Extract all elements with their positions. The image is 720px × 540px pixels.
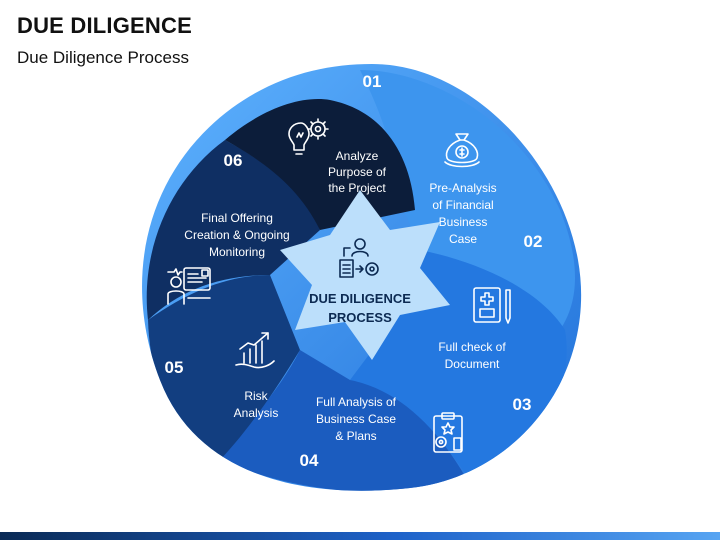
chart-hand-icon bbox=[235, 332, 275, 369]
step-03-label: Full check of Document bbox=[438, 340, 506, 371]
lightbulb-gear-icon bbox=[288, 118, 329, 155]
page-subtitle: Due Diligence Process bbox=[17, 48, 189, 67]
svg-text:Case: Case bbox=[449, 232, 477, 246]
svg-text:Monitoring: Monitoring bbox=[209, 245, 265, 259]
segment-03[interactable] bbox=[350, 250, 567, 480]
step-number-06: 06 bbox=[224, 151, 243, 170]
step-02-label: Pre-Analysis of Financial Business Case bbox=[429, 181, 496, 246]
step-01-label: Analyze Purpose of the Project bbox=[328, 149, 387, 195]
svg-text:Purpose of: Purpose of bbox=[328, 165, 387, 179]
presenter-screen-icon bbox=[167, 267, 211, 305]
segment-05[interactable] bbox=[148, 275, 300, 465]
svg-text:Analyze: Analyze bbox=[336, 149, 379, 163]
step-number-02: 02 bbox=[524, 232, 543, 251]
svg-text:Business: Business bbox=[439, 215, 488, 229]
step-04-label: Full Analysis of Business Case & Plans bbox=[316, 395, 397, 443]
svg-text:Document: Document bbox=[445, 357, 500, 371]
svg-text:Final Offering: Final Offering bbox=[201, 211, 273, 225]
center-star bbox=[280, 190, 450, 360]
step-05-label: Risk Analysis bbox=[234, 389, 279, 420]
segment-01[interactable] bbox=[225, 99, 415, 231]
step-number-05: 05 bbox=[165, 358, 184, 377]
svg-text:Creation & Ongoing: Creation & Ongoing bbox=[184, 228, 289, 242]
svg-text:Full check of: Full check of bbox=[438, 340, 506, 354]
svg-text:& Plans: & Plans bbox=[335, 429, 376, 443]
person-gear-document-icon bbox=[339, 238, 379, 278]
segment-04[interactable] bbox=[220, 350, 470, 493]
svg-text:Risk: Risk bbox=[244, 389, 268, 403]
step-number-04: 04 bbox=[300, 451, 319, 470]
clipboard-gear-icon bbox=[433, 412, 463, 453]
money-bag-icon bbox=[444, 133, 480, 168]
bottom-accent-bar bbox=[0, 532, 720, 540]
center-title-line1: DUE DILIGENCE bbox=[309, 291, 411, 306]
svg-text:Analysis: Analysis bbox=[234, 406, 279, 420]
segment-02[interactable] bbox=[360, 70, 575, 330]
step-06-label: Final Offering Creation & Ongoing Monito… bbox=[184, 211, 289, 259]
svg-text:Business Case: Business Case bbox=[316, 412, 396, 426]
svg-text:the Project: the Project bbox=[328, 181, 386, 195]
center-title-line2: PROCESS bbox=[328, 310, 392, 325]
step-number-01: 01 bbox=[363, 72, 382, 91]
segment-06[interactable] bbox=[146, 140, 320, 320]
svg-text:Full Analysis of: Full Analysis of bbox=[316, 395, 397, 409]
page-title: DUE DILIGENCE bbox=[17, 13, 192, 38]
medical-document-icon bbox=[473, 287, 511, 324]
step-number-03: 03 bbox=[513, 395, 532, 414]
svg-text:Pre-Analysis: Pre-Analysis bbox=[429, 181, 496, 195]
svg-text:of Financial: of Financial bbox=[432, 198, 493, 212]
